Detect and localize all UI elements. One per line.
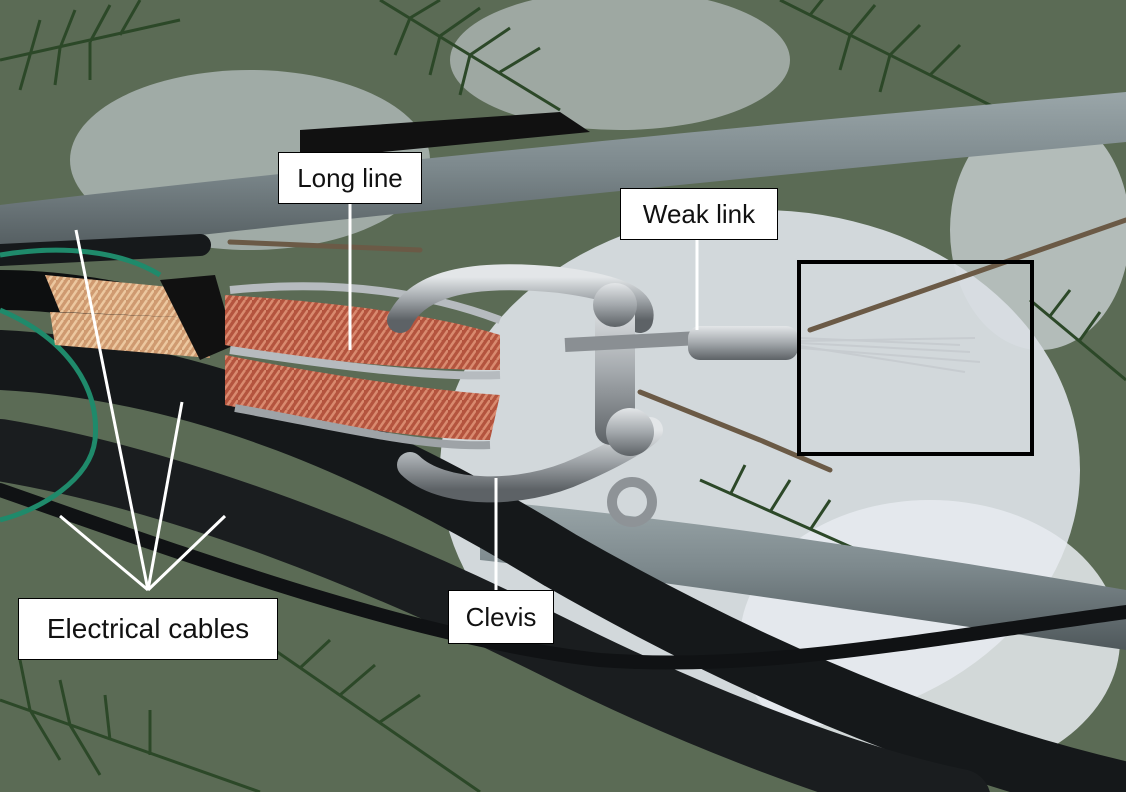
tan-rope — [45, 275, 235, 360]
gray-conduit-top — [0, 92, 1126, 258]
black-sleeve — [300, 112, 590, 160]
long-line-label: Long line — [278, 152, 422, 204]
long-line-rope — [225, 282, 502, 450]
weak-link-label: Weak link — [620, 188, 778, 240]
twigs — [227, 217, 1126, 473]
weak-link-assembly — [564, 326, 981, 373]
electrical-cables-label: Electrical cables — [18, 598, 278, 660]
gray-conduit-bottom — [480, 500, 1126, 650]
green-wire — [0, 247, 162, 523]
pointer-lines — [59, 204, 699, 592]
frayed-end-highlight-box — [797, 260, 1034, 456]
clevis-label: Clevis — [448, 590, 554, 644]
